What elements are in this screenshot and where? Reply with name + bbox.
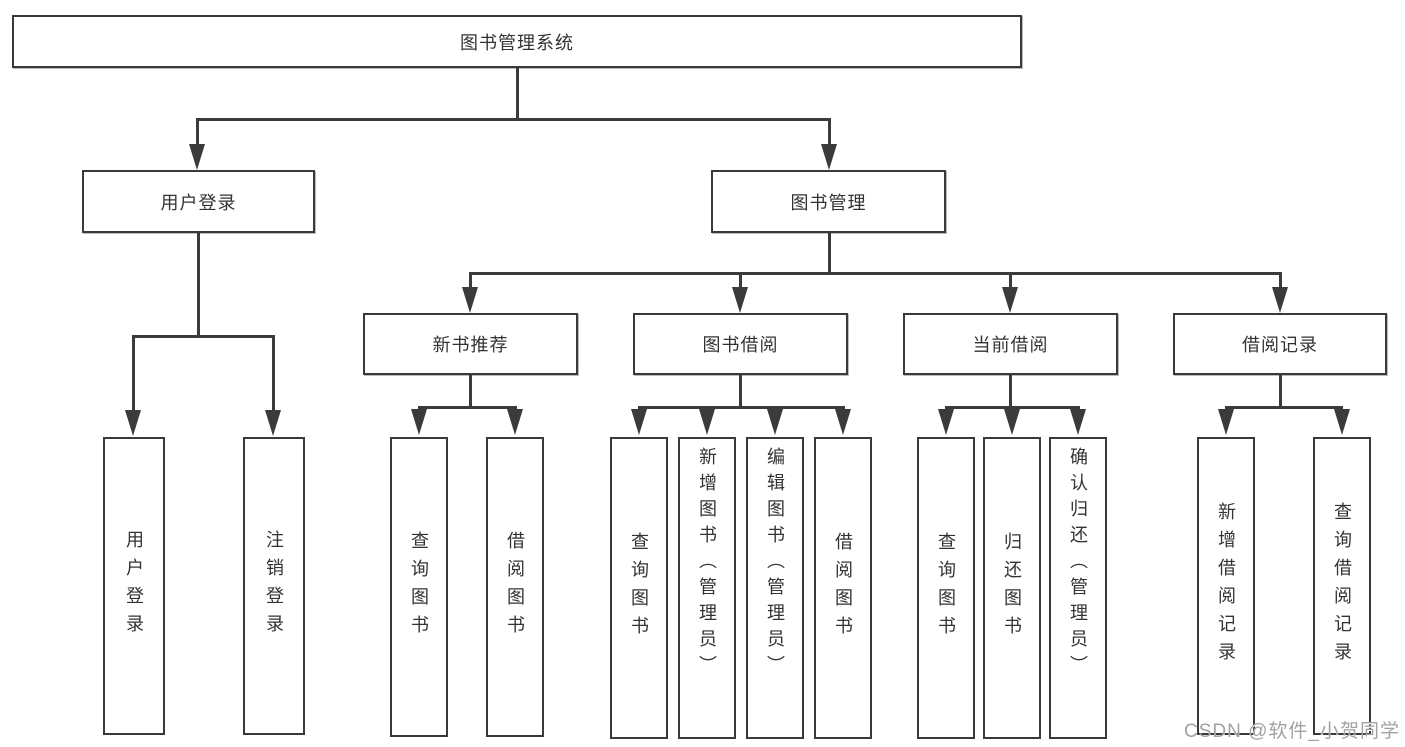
connector-root-drop-left [196,118,199,146]
arrowhead-to-cb-return [1004,409,1020,435]
arrowhead-to-cb-confirm [1070,409,1086,435]
node-new-book-recommend: 新书推荐 [363,313,578,375]
leaf-record-query-label: 查询借阅记录 [1332,502,1352,670]
arrowhead-to-leaf-logout [265,410,281,436]
arrowhead-to-nb-borrow [507,409,523,435]
arrowhead-to-leaf-user-login [125,410,141,436]
leaf-current-return-label: 归还图书 [1002,532,1022,644]
node-root: 图书管理系统 [12,15,1022,68]
node-current-borrow-label: 当前借阅 [972,335,1049,355]
node-book-borrow: 图书借阅 [633,313,848,375]
leaf-current-confirm-return-label: 确认归还（管理员） [1068,447,1088,681]
connector-bookmgmt-drop-1 [469,272,472,288]
connector-userlogin-rail [133,335,275,338]
connector-userlogin-drop-1 [132,335,135,412]
leaf-user-login-label: 用户登录 [124,530,144,642]
arrowhead-to-borrow-record [1272,287,1288,313]
connector-borrow-stem [739,375,742,406]
leaf-borrow-edit-book-label: 编辑图书（管理员） [765,447,785,681]
arrowhead-to-bb-query [631,409,647,435]
connector-current-rail [945,406,1080,409]
connector-newbook-stem [469,375,472,406]
arrowhead-to-book-management [821,144,837,170]
leaf-newbook-query: 查询图书 [390,437,448,737]
connector-userlogin-stem [197,233,200,335]
node-borrow-record-label: 借阅记录 [1242,335,1318,355]
arrowhead-to-current-borrow [1002,287,1018,313]
connector-root-drop-right [828,118,831,146]
leaf-borrow-query-label: 查询图书 [629,532,649,644]
leaf-logout: 注销登录 [243,437,305,735]
leaf-logout-label: 注销登录 [264,530,284,642]
arrowhead-to-new-book-recommend [462,287,478,313]
leaf-record-add-label: 新增借阅记录 [1216,502,1236,670]
leaf-borrow-borrow-book-label: 借阅图书 [833,532,853,644]
leaf-current-query-label: 查询图书 [936,532,956,644]
leaf-newbook-query-label: 查询图书 [409,531,429,643]
arrowhead-to-user-login [189,144,205,170]
leaf-record-add: 新增借阅记录 [1197,437,1255,735]
leaf-user-login: 用户登录 [103,437,165,735]
leaf-current-confirm-return: 确认归还（管理员） [1049,437,1107,739]
leaf-borrow-query: 查询图书 [610,437,668,739]
connector-bookmgmt-drop-3 [1009,272,1012,288]
arrowhead-to-cb-query [938,409,954,435]
connector-borrow-rail [638,406,845,409]
connector-bookmgmt-rail [469,272,1281,275]
connector-bookmgmt-drop-4 [1279,272,1282,288]
arrowhead-to-bb-borrow [835,409,851,435]
leaf-borrow-add-book-label: 新增图书（管理员） [697,447,717,681]
connector-current-stem [1009,375,1012,406]
arrowhead-to-br-add [1218,409,1234,435]
connector-userlogin-drop-2 [272,335,275,412]
node-user-login: 用户登录 [82,170,315,233]
connector-record-rail [1225,406,1343,409]
node-root-label: 图书管理系统 [460,32,574,53]
leaf-borrow-edit-book: 编辑图书（管理员） [746,437,804,739]
csdn-watermark: CSDN @软件_小贺同学 [1184,721,1400,742]
node-new-book-recommend-label: 新书推荐 [432,335,509,355]
connector-root-stem [516,68,519,118]
leaf-borrow-borrow-book: 借阅图书 [814,437,872,739]
connector-record-stem [1279,375,1282,406]
arrowhead-to-book-borrow [732,287,748,313]
leaf-record-query: 查询借阅记录 [1313,437,1371,735]
connector-bookmgmt-drop-2 [739,272,742,288]
leaf-current-return: 归还图书 [983,437,1041,739]
connector-root-rail [197,118,831,121]
arrowhead-to-bb-edit [767,409,783,435]
leaf-newbook-borrow-label: 借阅图书 [505,531,525,643]
node-book-management: 图书管理 [711,170,946,233]
node-current-borrow: 当前借阅 [903,313,1118,375]
node-book-borrow-label: 图书借阅 [702,335,779,355]
leaf-current-query: 查询图书 [917,437,975,739]
node-user-login-label: 用户登录 [160,192,237,213]
arrowhead-to-nb-query [411,409,427,435]
node-borrow-record: 借阅记录 [1173,313,1387,375]
leaf-newbook-borrow: 借阅图书 [486,437,544,737]
arrowhead-to-bb-add [699,409,715,435]
arrowhead-to-br-query [1334,409,1350,435]
connector-bookmgmt-stem [828,233,831,275]
leaf-borrow-add-book: 新增图书（管理员） [678,437,736,739]
node-book-management-label: 图书管理 [790,192,867,213]
connector-newbook-rail [418,406,517,409]
